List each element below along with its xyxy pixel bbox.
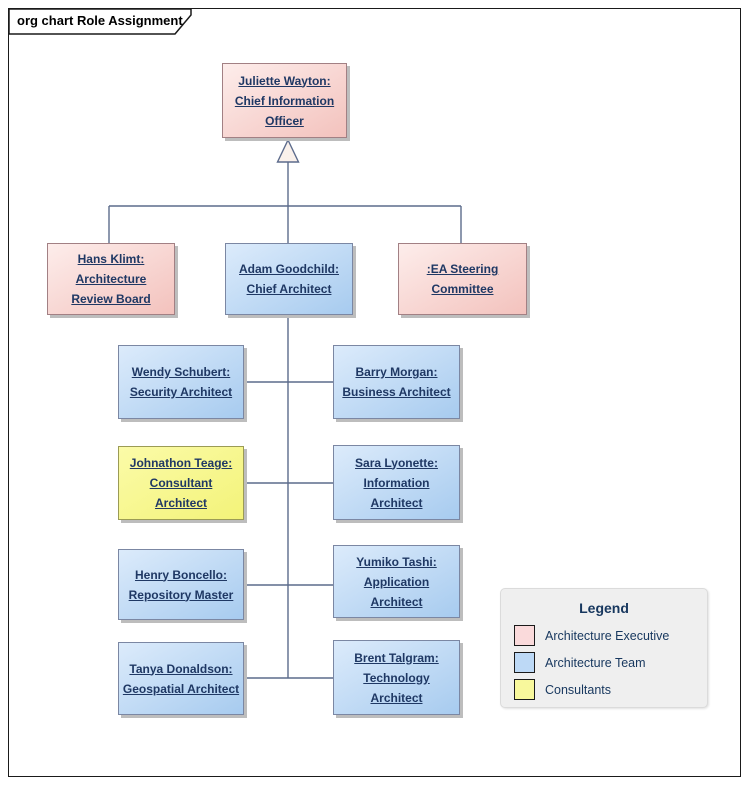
legend-item-consultants: Consultants (514, 679, 707, 700)
legend-item-label: Consultants (545, 682, 612, 697)
node-henry-boncello[interactable]: Henry Boncello: Repository Master (118, 549, 244, 620)
legend-panel[interactable]: Legend Architecture Executive Architectu… (500, 588, 708, 708)
node-label: Sara Lyonette: Information Architect (355, 455, 438, 510)
node-johnathon-teage[interactable]: Johnathon Teage: Consultant Architect (118, 446, 244, 520)
team-color-swatch (514, 652, 535, 673)
node-tanya-donaldson[interactable]: Tanya Donaldson: Geospatial Architect (118, 642, 244, 715)
node-adam-goodchild[interactable]: Adam Goodchild: Chief Architect (225, 243, 353, 315)
node-label: Adam Goodchild: Chief Architect (239, 262, 339, 296)
node-hans-klimt[interactable]: Hans Klimt: Architecture Review Board (47, 243, 175, 315)
node-label: Juliette Wayton: Chief Information Offic… (234, 73, 335, 128)
node-ea-steering-committee[interactable]: :EA Steering Committee (398, 243, 527, 315)
node-label: Yumiko Tashi: Application Architect (356, 554, 437, 609)
node-label: Brent Talgram: Technology Architect (354, 650, 439, 705)
executive-color-swatch (514, 625, 535, 646)
node-label: Barry Morgan: Business Architect (342, 365, 451, 399)
legend-item-architecture-executive: Architecture Executive (514, 625, 707, 646)
diagram-frame (8, 8, 741, 777)
consultants-color-swatch (514, 679, 535, 700)
frame-title: org chart Role Assignment (17, 13, 183, 28)
legend-item-architecture-team: Architecture Team (514, 652, 707, 673)
node-label: Tanya Donaldson: Geospatial Architect (122, 661, 240, 696)
node-barry-morgan[interactable]: Barry Morgan: Business Architect (333, 345, 460, 419)
node-label: Henry Boncello: Repository Master (128, 567, 234, 602)
node-label: Hans Klimt: Architecture Review Board (71, 252, 151, 306)
node-label: :EA Steering Committee (426, 262, 499, 296)
node-brent-talgram[interactable]: Brent Talgram: Technology Architect (333, 640, 460, 715)
node-label: Johnathon Teage: Consultant Architect (129, 456, 233, 510)
legend-item-label: Architecture Team (545, 655, 646, 670)
legend-item-label: Architecture Executive (545, 628, 670, 643)
legend-title: Legend (579, 600, 629, 616)
node-label: Wendy Schubert: Security Architect (129, 365, 233, 399)
node-yumiko-tashi[interactable]: Yumiko Tashi: Application Architect (333, 545, 460, 618)
node-juliette-wayton[interactable]: Juliette Wayton: Chief Information Offic… (222, 63, 347, 138)
node-sara-lyonette[interactable]: Sara Lyonette: Information Architect (333, 445, 460, 520)
node-wendy-schubert[interactable]: Wendy Schubert: Security Architect (118, 345, 244, 419)
